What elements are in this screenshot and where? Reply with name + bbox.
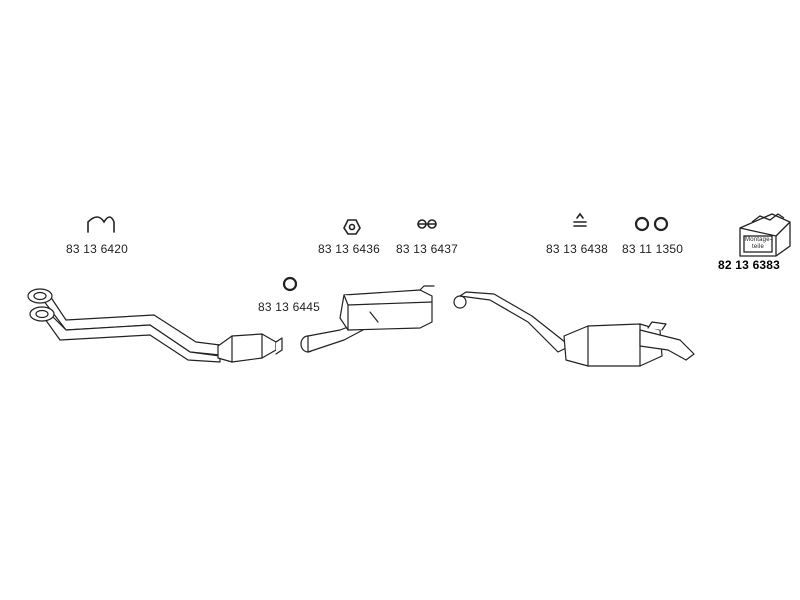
part-number-hanger-double: 83 13 6437 (396, 242, 459, 256)
small-hanger-icon (343, 219, 361, 235)
mounting-kit-label: Montage-teile (745, 237, 772, 250)
part-number-hanger-right: 83 13 6438 (546, 242, 609, 256)
part-number-bracket: 83 13 6420 (66, 242, 129, 256)
ring-icon-right (653, 216, 669, 232)
part-number-mounting-kit: 82 13 6383 (718, 258, 781, 272)
rear-silencer-pipe (453, 291, 695, 367)
mounting-kit-icon (739, 213, 791, 257)
part-number-hanger-small: 83 13 6436 (318, 242, 381, 256)
bracket-icon (87, 216, 115, 233)
catalytic-converter (217, 333, 283, 363)
front-pipe (27, 288, 221, 363)
part-number-ring-single: 83 13 6445 (258, 300, 321, 314)
clamp-icon (573, 212, 587, 227)
part-number-rings: 83 11 1350 (622, 242, 684, 256)
ring-icon-single (282, 276, 298, 292)
ring-icon-left (634, 216, 650, 232)
center-silencer-pipe (300, 285, 435, 353)
double-hanger-icon (417, 219, 437, 229)
